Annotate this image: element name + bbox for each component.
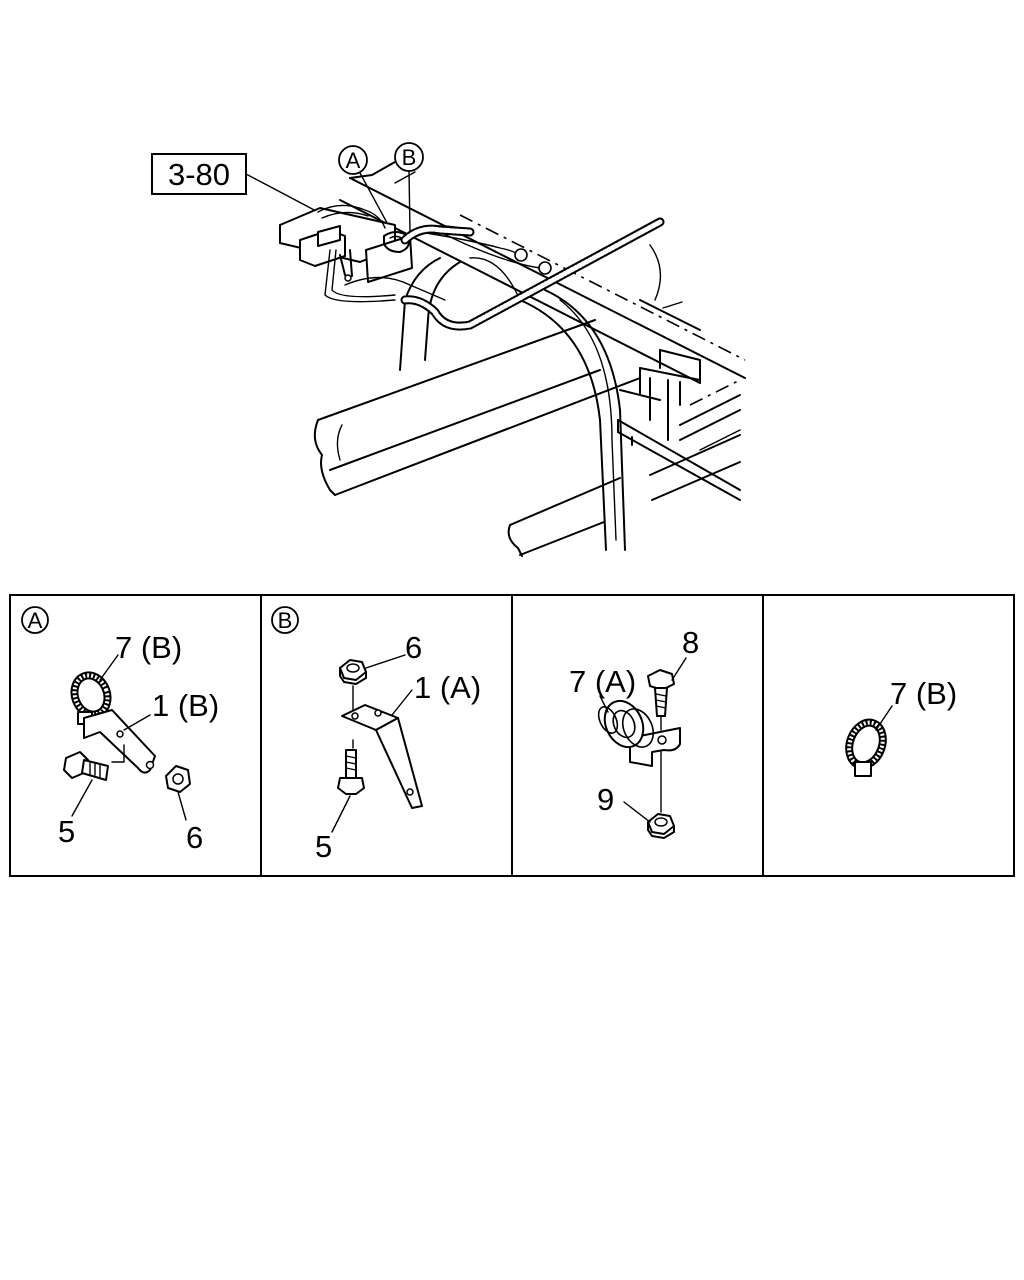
panel-c-label-nut: 9: [597, 782, 614, 817]
callout-a-label: A: [346, 148, 361, 173]
reference-box-label: 3-80: [168, 157, 230, 192]
panel-b-label-bolt: 5: [315, 829, 332, 864]
callout-b-leader: [408, 170, 411, 233]
panel-c-clamp-part[interactable]: [595, 695, 681, 767]
detail-panels-frame: [9, 594, 1015, 877]
panel-b-label-bracket: 1 (A): [414, 670, 481, 705]
detail-panel-d: 7 (B): [843, 676, 957, 777]
panel-b-bracket-part[interactable]: [341, 704, 423, 809]
callout-b-label: B: [402, 145, 417, 170]
panel-a-label-bracket: 1 (B): [152, 688, 219, 723]
panel-c-bolt-part[interactable]: [647, 669, 675, 717]
panel-d-clamp-part[interactable]: [843, 718, 888, 777]
panel-a-label-clamp: 7 (B): [115, 630, 182, 665]
reference-box[interactable]: 3-80: [151, 153, 247, 195]
wiring-harness: [317, 204, 552, 303]
detail-panel-a: A 7 (B) 1: [21, 606, 219, 855]
panel-a-tag-label: A: [28, 608, 43, 633]
corrugated-conduit: [400, 217, 665, 331]
mounting-plate: [279, 207, 413, 283]
panel-a-tag: A: [21, 606, 49, 634]
panel-a-bracket-part[interactable]: [83, 709, 156, 774]
detail-panel-c: 8 7 (A) 9: [569, 625, 699, 839]
frame-rail: [339, 161, 746, 501]
lower-tube: [507, 429, 741, 557]
panel-a-bolt-part[interactable]: [63, 751, 109, 781]
panel-b-nut-part[interactable]: [339, 659, 367, 685]
detail-panel-b: B 6 1 (A) 5: [271, 606, 481, 864]
panel-b-bolt-part[interactable]: [337, 749, 365, 795]
panel-c-label-clamp: 7 (A): [569, 664, 636, 699]
panel-a-label-nut: 6: [186, 820, 203, 855]
panel-d-label-clamp: 7 (B): [890, 676, 957, 711]
panel-b-tag: B: [271, 606, 299, 634]
cross-member-tube: [313, 319, 641, 496]
panel-b-tag-label: B: [278, 608, 293, 633]
callout-b[interactable]: B: [394, 142, 424, 172]
callout-a[interactable]: A: [338, 145, 368, 175]
main-assembly-illustration: 3-80 A B: [151, 142, 746, 557]
panel-b-label-nut: 6: [405, 630, 422, 665]
panel-c-label-bolt: 8: [682, 625, 699, 660]
panel-c-nut-part[interactable]: [647, 813, 675, 839]
panel-a-label-bolt: 5: [58, 814, 75, 849]
panel-a-nut-part[interactable]: [165, 765, 191, 793]
reference-leader-line: [245, 173, 319, 213]
